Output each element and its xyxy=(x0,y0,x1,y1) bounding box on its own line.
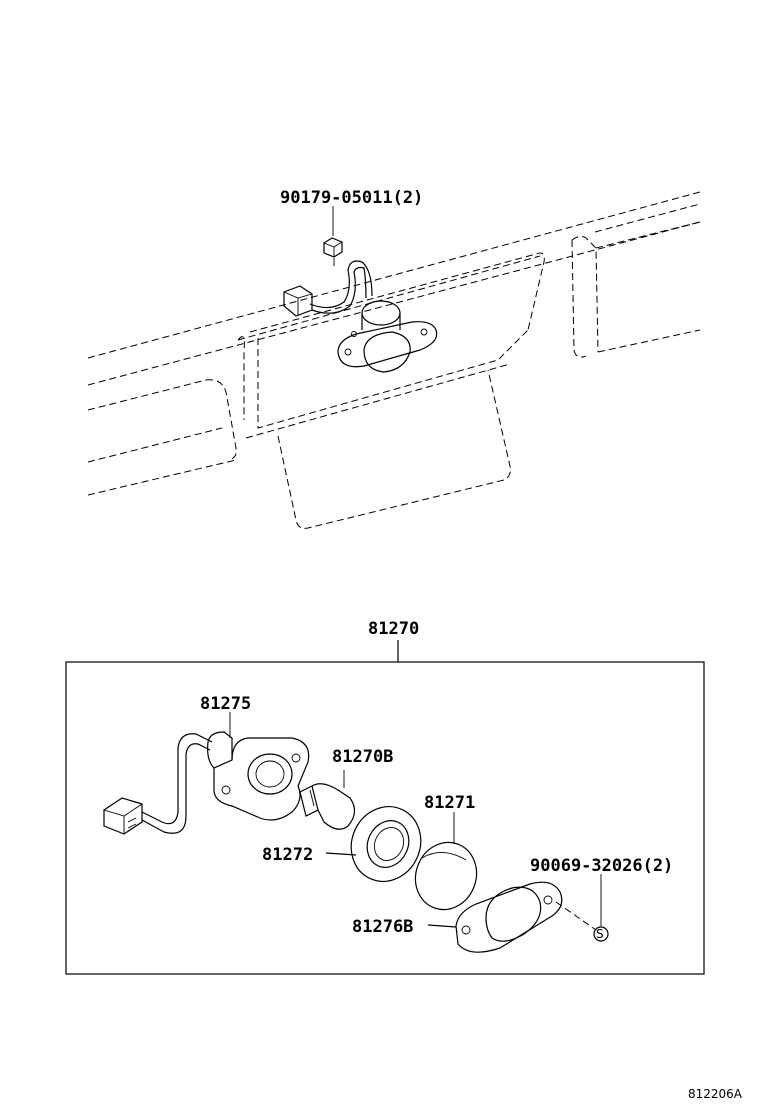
lens-part-label: 81271 xyxy=(424,793,475,813)
housing-drawing xyxy=(455,881,563,953)
screw-symbol: S xyxy=(596,927,604,941)
installed-lamp-drawing xyxy=(283,237,438,373)
bulb-drawing xyxy=(299,783,356,830)
screw-dashed-line xyxy=(555,901,597,931)
screw-drawing xyxy=(593,926,609,942)
socket-part-label: 81275 xyxy=(200,694,251,714)
assembly-frame xyxy=(65,661,705,975)
gasket-leader-line xyxy=(325,852,357,856)
housing-part-label: 81276B xyxy=(352,917,413,937)
assembly-part-label: 81270 xyxy=(368,619,419,639)
tailgate-body-drawing xyxy=(87,191,701,529)
nut-part-label: 90179-05011(2) xyxy=(280,188,423,208)
gasket-drawing xyxy=(350,806,422,882)
bulb-part-label: 81270B xyxy=(332,747,393,767)
lens-drawing xyxy=(414,841,478,911)
screw-part-label: 90069-32026(2) xyxy=(530,856,673,876)
housing-leader-line xyxy=(427,924,457,928)
gasket-part-label: 81272 xyxy=(262,845,313,865)
diagram-code: 812206A xyxy=(688,1087,743,1101)
socket-assembly-drawing xyxy=(103,731,310,835)
